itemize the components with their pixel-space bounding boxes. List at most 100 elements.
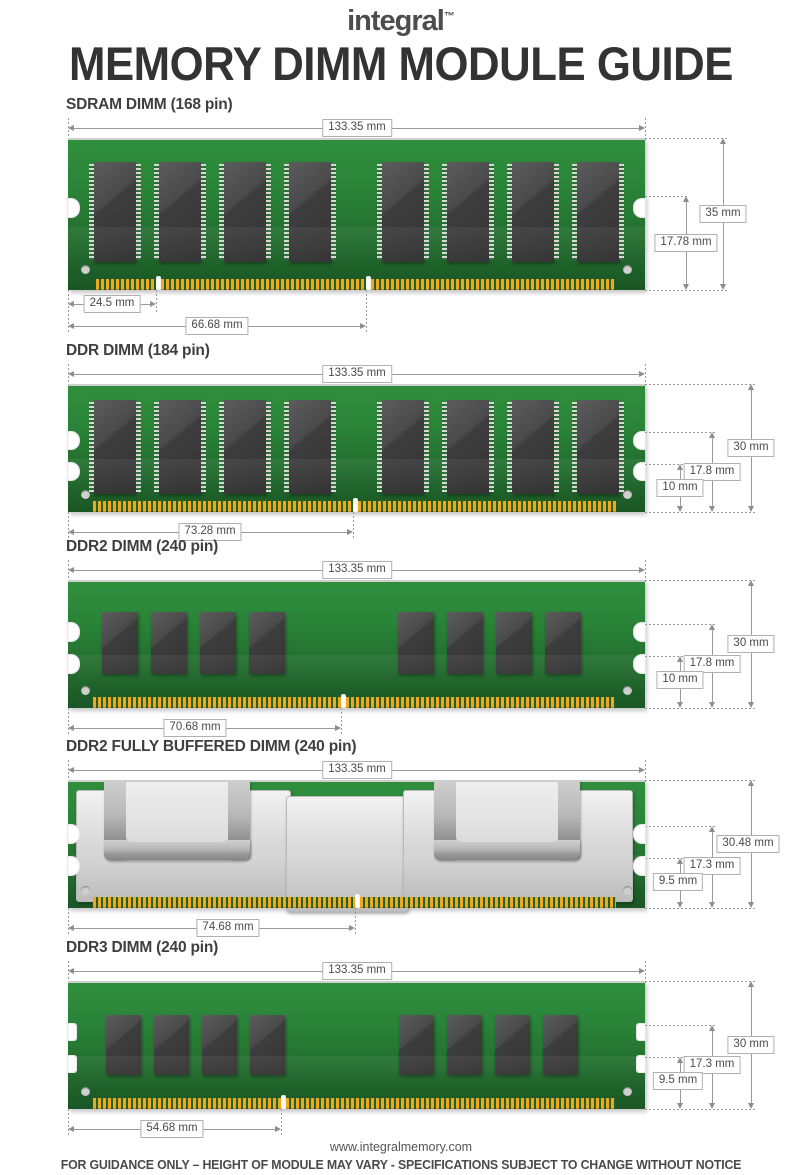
edge-notch-left-upper [67, 1023, 77, 1041]
retention-clip-left2 [228, 780, 250, 858]
arrow [68, 322, 74, 329]
arrow [639, 967, 645, 974]
memory-chip [507, 162, 559, 262]
edge-notch-left-lower [67, 856, 80, 876]
ext-line [645, 708, 755, 709]
arrow [747, 1103, 754, 1109]
dim-label-notch-height: 17.8 mm [683, 655, 741, 673]
contact-pins [358, 501, 616, 512]
arrow [639, 124, 645, 131]
module-section-ddr3: DDR3 DIMM (240 pin) 133.35 mm [0, 939, 802, 1139]
ext-line [68, 708, 69, 736]
arrow [335, 724, 341, 731]
memory-chip [399, 1015, 434, 1075]
module-section-ddr2-fb: DDR2 FULLY BUFFERED DIMM (240 pin) 133.3… [0, 738, 802, 938]
dim-label-length: 133.35 mm [322, 119, 392, 137]
ext-line [645, 364, 646, 386]
memory-chip [495, 1015, 530, 1075]
contact-pins [161, 279, 366, 290]
arrow [708, 506, 715, 512]
edge-notch-right-lower [636, 1055, 646, 1073]
mounting-hole-left [81, 1087, 90, 1096]
edge-notch-right-upper [633, 431, 646, 450]
clip-window-left [126, 782, 228, 842]
ext-line [68, 908, 69, 936]
section-heading-ddr3: DDR3 DIMM (240 pin) [66, 939, 219, 956]
ext-line [645, 290, 727, 291]
footer: www.integralmemory.com FOR GUIDANCE ONLY… [0, 1140, 802, 1172]
edge-notch-left-lower [67, 1055, 77, 1073]
dim-label-notch-height: 17.3 mm [683, 1056, 741, 1074]
edge-notch-left-lower [67, 462, 80, 481]
page-title: MEMORY DIMM MODULE GUIDE [69, 37, 733, 90]
memory-chip [284, 400, 336, 494]
arrow [747, 780, 754, 786]
pcb-board-ddr [67, 384, 646, 512]
brand-name: integral [347, 5, 445, 37]
key-notch-2 [366, 276, 371, 290]
ext-line [645, 826, 715, 827]
dim-label-key1: 74.68 mm [196, 919, 260, 937]
memory-chip [89, 400, 141, 494]
ext-line [645, 512, 755, 513]
dim-label-height: 30 mm [727, 439, 775, 457]
mounting-hole-right [623, 265, 632, 274]
arrow [676, 858, 683, 864]
arrow [347, 528, 353, 535]
module-section-ddr2: DDR2 DIMM (240 pin) 133.35 mm [0, 538, 802, 738]
arrow [747, 981, 754, 987]
dim-label-height: 35 mm [699, 205, 747, 223]
ext-line [645, 138, 727, 139]
edge-notch-right-upper [633, 622, 646, 642]
ext-line [645, 432, 715, 433]
ext-line [645, 908, 755, 909]
ext-line [645, 961, 646, 983]
memory-chip [377, 400, 429, 494]
ext-line [645, 464, 683, 465]
edge-notch-left [67, 198, 80, 218]
edge-notch-right-upper [636, 1023, 646, 1041]
memory-chip [106, 1015, 141, 1075]
arrow [639, 766, 645, 773]
arrow [676, 902, 683, 908]
contact-pins [93, 897, 355, 908]
arrow [682, 196, 689, 202]
memory-chip [250, 1015, 285, 1075]
ext-line [645, 1025, 715, 1026]
arrow [747, 384, 754, 390]
memory-chip [543, 1015, 578, 1075]
ext-line [68, 512, 69, 540]
dim-label-length: 133.35 mm [322, 365, 392, 383]
arrow [676, 656, 683, 662]
dim-label-length: 133.35 mm [322, 561, 392, 579]
edge-notch-right-lower [633, 462, 646, 481]
ext-line [645, 624, 715, 625]
footer-url[interactable]: www.integralmemory.com [329, 1140, 473, 1154]
key-notch-1 [281, 1095, 286, 1109]
dim-label-height: 30.48 mm [716, 835, 780, 853]
dim-label-notch-height: 17.8 mm [683, 463, 741, 481]
ext-line [645, 858, 683, 859]
dim-label-key1: 54.68 mm [140, 1120, 204, 1138]
clip-bridge-left [104, 840, 250, 860]
arrow [747, 580, 754, 586]
key-notch-1 [355, 894, 360, 908]
memory-chip [102, 612, 138, 674]
memory-chip [219, 400, 271, 494]
arrow [747, 506, 754, 512]
edge-notch-right-lower [633, 856, 646, 876]
ext-line [645, 656, 683, 657]
arrow [676, 506, 683, 512]
arrow [708, 702, 715, 708]
ext-line [366, 290, 367, 332]
memory-chip [151, 612, 187, 674]
mounting-hole-left [81, 686, 90, 695]
edge-notch-right-lower [633, 654, 646, 674]
memory-chip [377, 162, 429, 262]
dim-label-key2: 66.68 mm [185, 317, 249, 335]
mounting-hole-right [623, 490, 632, 499]
arrow [708, 902, 715, 908]
dim-label-notch-height: 17.78 mm [654, 234, 718, 252]
edge-notch-left-upper [67, 622, 80, 642]
